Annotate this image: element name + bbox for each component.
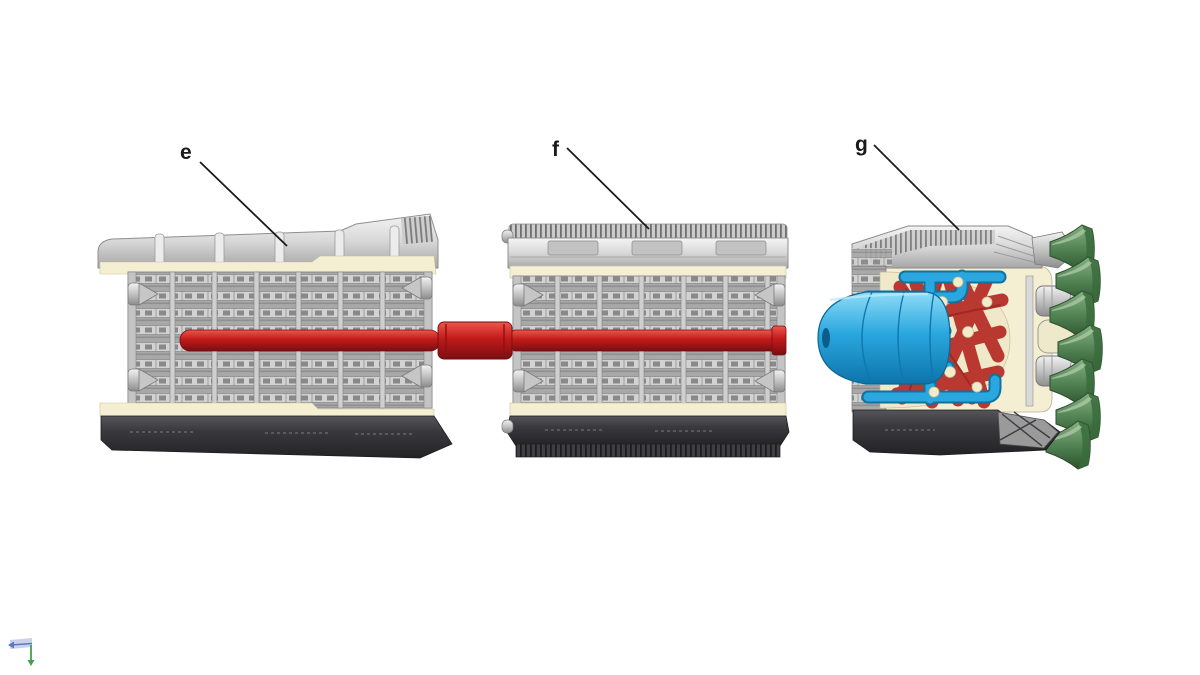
section-g-bottom-fairing [997,411,1059,449]
section-g-aft-nozzle-section [817,224,1103,470]
centerline-rod-forward [179,329,441,352]
leader-line-f [566,147,650,230]
leader-line-e [199,161,288,247]
section-g-housing-lines [993,235,1042,265]
section-f-bottom-seams [545,429,715,432]
leader-line-g [873,144,960,231]
section-f-shell-panels [547,240,767,256]
section-e-insulation-top [99,255,437,275]
section-e-bottom-seams [130,431,415,435]
section-g-top-hatch [862,230,995,262]
annotations: e f g [180,133,960,247]
centerline-rod-aft [511,329,785,352]
section-f-bottom-corrugation [515,443,781,458]
rod-coupling [437,321,513,360]
section-f-bottom-shell [506,415,790,447]
section-f-insulation-bottom [509,402,787,417]
bulkhead-edge-rail [1025,275,1034,407]
label-e: e [180,141,192,164]
origin-triad-icon [8,638,35,666]
label-f: f [552,138,560,161]
section-g-bottom-struts [999,411,1051,447]
section-e-top-hatch [400,215,434,245]
label-g: g [855,133,868,156]
blue-dome-tank [817,291,951,385]
section-e-bottom-shell [100,415,453,459]
section-e-insulation-bottom [99,402,435,419]
section-e-top-shell [97,213,439,269]
centerline-rod-end-collar [771,325,787,356]
